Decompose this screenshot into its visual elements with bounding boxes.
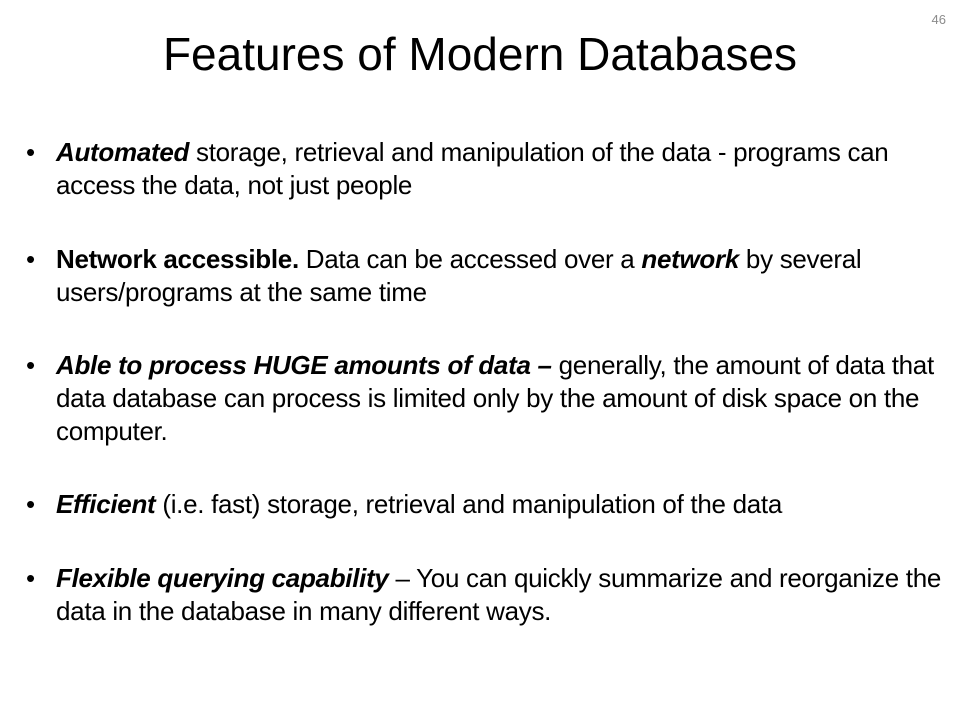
bullet-dot-icon: • (26, 244, 35, 274)
bullet-lead: Able to process HUGE amounts of data – (56, 350, 552, 380)
bullet-item-automated: • Automated storage, retrieval and manip… (24, 136, 944, 202)
bullet-emphasis: network (641, 244, 739, 274)
slide-number: 46 (931, 12, 946, 27)
bullet-lead: Network accessible. (56, 244, 299, 274)
bullet-item-flexible-querying: • Flexible querying capability – You can… (24, 562, 944, 628)
bullet-lead: Automated (56, 137, 190, 167)
bullet-lead: Flexible querying capability (56, 563, 389, 593)
bullet-item-huge-data: • Able to process HUGE amounts of data –… (24, 349, 944, 448)
bullet-text: generally, the amount of data that data … (56, 350, 934, 446)
bullet-text: storage, retrieval and manipulation of t… (56, 137, 889, 200)
bullet-text: – You can quickly summarize and reorgani… (56, 563, 942, 626)
bullet-text: (i.e. fast) storage, retrieval and manip… (155, 489, 782, 519)
bullet-dot-icon: • (26, 137, 35, 167)
bullet-item-efficient: • Efficient (i.e. fast) storage, retriev… (24, 488, 944, 521)
bullet-lead: Efficient (56, 489, 156, 519)
bullet-text: by several users/programs at the same ti… (56, 244, 862, 307)
bullet-dot-icon: • (26, 563, 35, 593)
slide-title: Features of Modern Databases (162, 28, 798, 80)
bullet-text: Data can be accessed over a (298, 244, 642, 274)
bullet-dot-icon: • (26, 350, 35, 380)
bullet-list: • Automated storage, retrieval and manip… (24, 136, 944, 628)
bullet-item-network: • Network accessible. Data can be access… (24, 243, 944, 309)
bullet-dot-icon: • (26, 489, 35, 519)
